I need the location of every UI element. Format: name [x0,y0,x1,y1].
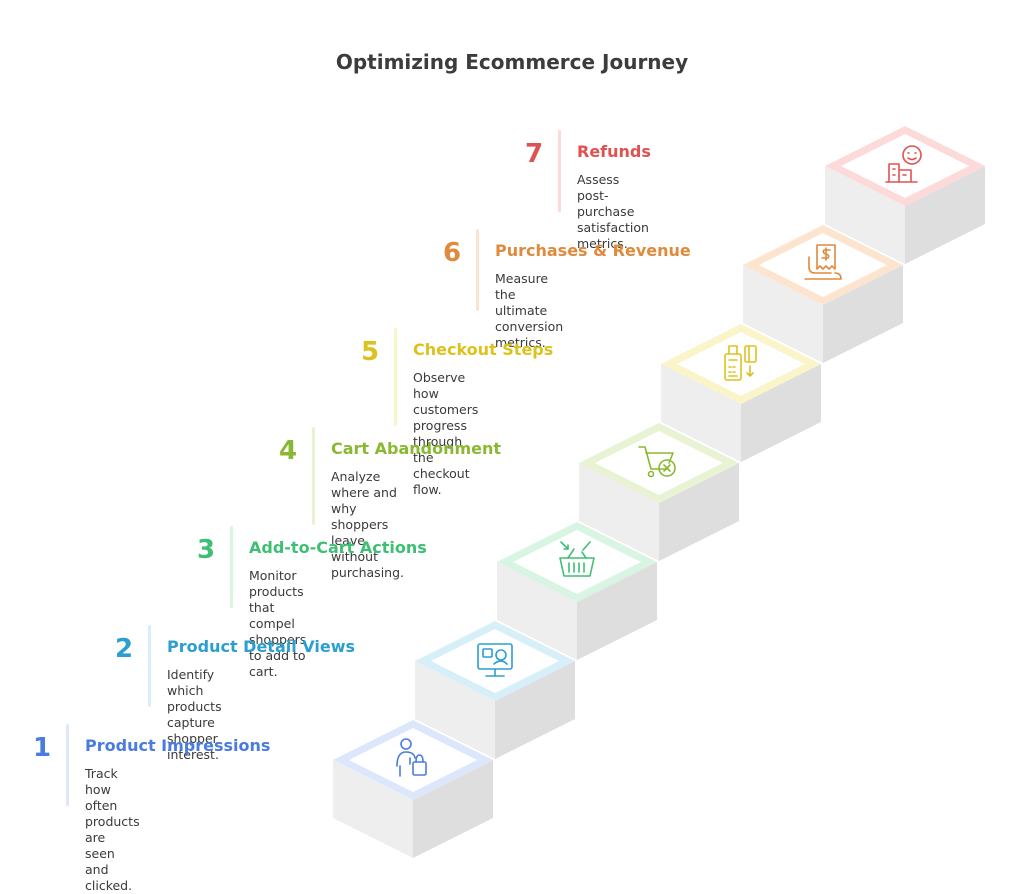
step-accent-bar [394,328,397,426]
description-line: flow. [413,482,442,497]
monitor-product-icon [477,643,513,677]
description-line: conversion metrics. [495,319,564,350]
step-1-block [333,720,493,858]
step-title: Product Impressions [85,736,271,755]
page-title: Optimizing Ecommerce Journey [335,50,689,74]
step-number: 4 [278,436,298,466]
step-number: 2 [114,634,134,664]
description-line: shoppers leave without [331,517,389,564]
step-2-left-face [415,661,495,759]
step-6-block [743,225,903,363]
description-line: Observe how customers [413,370,479,417]
step-accent-bar [148,625,151,707]
receipt-revenue-icon [804,244,842,280]
satisfaction-icon [885,145,922,183]
description-line: Track how often products are [85,766,140,845]
cart-remove-icon [638,446,676,478]
step-7-inner-diamond [841,134,969,198]
step-number: 5 [360,337,380,367]
description-line: Monitor products that compel [249,568,304,631]
step-accent-bar [66,724,69,806]
description-line: Assess post-purchase [577,172,635,219]
description-line: progress through the checkout [413,418,470,481]
step-accent-bar [312,427,315,525]
step-3-left-face [497,562,577,660]
description-line: Measure the ultimate [495,271,549,318]
step-3-inner-diamond [513,530,641,594]
step-title: Cart Abandonment [331,439,502,458]
step-3-block [497,522,657,660]
step-6-right-face [823,265,903,363]
description-line: purchasing. [331,565,404,580]
step-1-right-face [413,760,493,858]
description-line: shoppers to add to cart. [249,632,307,679]
step-4-inner-diamond [595,431,723,495]
step-number: 7 [524,139,544,169]
step-5-right-face [741,364,821,462]
step-1-inner-diamond [349,728,477,792]
step-2-inner-diamond [431,629,559,693]
step-7-left-face [825,166,905,264]
step-title: Checkout Steps [413,340,554,359]
step-accent-bar [476,229,479,311]
step-4-right-face [659,463,739,561]
step-2-block [415,621,575,759]
step-title: Purchases & Revenue [495,241,691,260]
step-number: 1 [32,733,52,763]
step-6-left-face [743,265,823,363]
step-2-right-face [495,661,575,759]
step-3-right-face [577,562,657,660]
step-1-left-face [333,760,413,858]
step-title: Add-to-Cart Actions [249,538,427,557]
payment-terminal-icon [724,345,757,381]
description-line: seen and clicked. [85,846,133,893]
step-number: 3 [196,535,216,565]
step-7-block [825,126,985,264]
staircase-diagram [333,126,985,858]
step-7-right-face [905,166,985,264]
step-accent-bar [558,130,561,212]
step-4-block [579,423,739,561]
step-4-left-face [579,463,659,561]
step-5-block [661,324,821,462]
description-line: Identify which products capture [167,667,222,730]
step-6-inner-diamond [759,233,887,297]
step-5-left-face [661,364,741,462]
description-line: Analyze where and why [331,469,397,516]
description-line: satisfaction metrics. [577,220,649,251]
shopper-bag-icon [396,738,427,777]
basket-add-icon [559,541,595,577]
step-number: 6 [442,238,462,268]
step-accent-bar [230,526,233,608]
step-title: Refunds [577,142,651,161]
description-line: shopper interest. [167,731,219,762]
step-title: Product Detail Views [167,637,356,656]
